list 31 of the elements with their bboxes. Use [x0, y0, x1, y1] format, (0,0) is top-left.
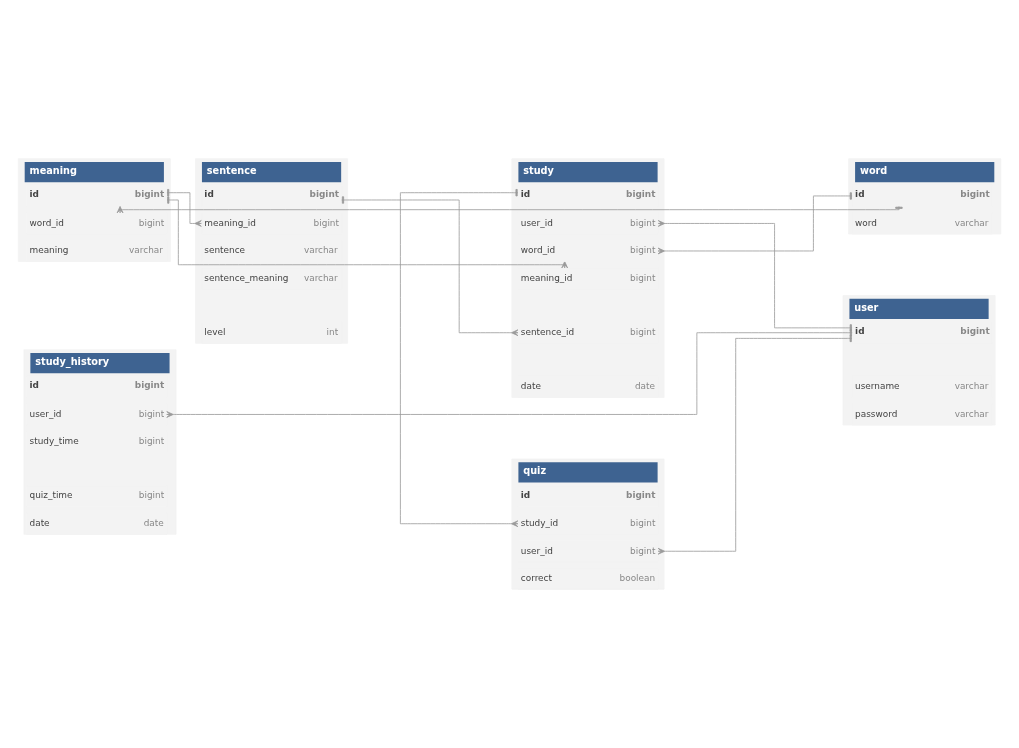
node-text: id bigint	[520, 489, 656, 500]
node-text: meaning_id bigint	[520, 272, 656, 283]
node-text: sentence_id bigint	[520, 326, 656, 337]
node-text: id bigint	[855, 326, 990, 337]
node-text: id bigint	[29, 380, 165, 391]
node-text: study_time bigint	[29, 436, 165, 447]
node-text: date date	[29, 518, 164, 528]
node-text: id bigint	[520, 189, 656, 200]
node-text: level int	[204, 326, 339, 337]
node-text: user_id bigint	[29, 408, 165, 419]
node-text: id bigint	[855, 189, 990, 200]
node-text: quiz_time bigint	[29, 490, 165, 501]
node-text: id bigint	[204, 189, 339, 200]
node-text: password varchar	[855, 408, 989, 419]
node-text: correct boolean	[520, 573, 656, 584]
connector	[399, 189, 519, 528]
node-text: sentence varchar	[204, 245, 338, 256]
node-text: meaning_id bigint	[204, 217, 339, 228]
node-text: username varchar	[855, 381, 989, 392]
node-text: user_id bigint	[520, 217, 656, 228]
node-text: word varchar	[855, 217, 989, 228]
connector	[657, 334, 853, 555]
node-text: word_id bigint	[29, 217, 165, 228]
node-text: id bigint	[29, 189, 165, 200]
connector	[166, 329, 853, 418]
node-text: study_id bigint	[520, 518, 656, 528]
node-text: date date	[520, 381, 656, 392]
node-text: user_id bigint	[520, 545, 656, 556]
node-text: word_id bigint	[520, 245, 656, 256]
node-text: meaning varchar	[29, 245, 163, 256]
node-text: sentence_meaning varchar	[204, 272, 338, 283]
